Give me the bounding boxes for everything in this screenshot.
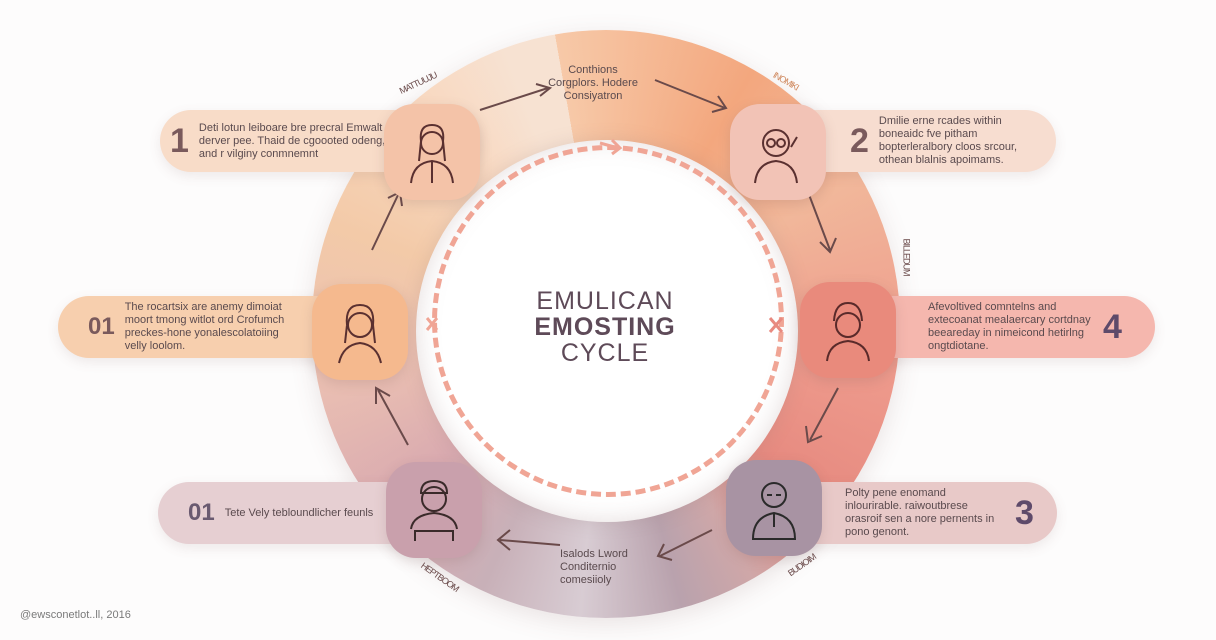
step-text: Dmilie erne rcades within boneaidc fve p… (878, 115, 1018, 166)
cycle-title: EMULICAN EMOSTING CYCLE (480, 288, 730, 366)
step-text: Afevoltived comntelns and extecoanat mea… (928, 301, 1091, 352)
step-number: 01 (88, 313, 115, 340)
avatar (800, 282, 896, 378)
avatar (726, 460, 822, 556)
title-line-2: EMOSTING (534, 313, 676, 341)
arrow-icon (496, 529, 561, 551)
avatar (312, 284, 408, 380)
avatar (384, 104, 480, 200)
avatar (386, 462, 482, 558)
arrow-icon (371, 190, 403, 251)
step-text: Deti lotun leiboare bre precral Emwalt d… (198, 121, 386, 160)
step-card-4: Afevoltived comntelns and extecoanat mea… (860, 296, 1155, 358)
ring-label-top: Conthions Corgplors. Hodere Consiyatron (548, 64, 638, 102)
arrow-icon (807, 191, 837, 254)
arrow-icon (599, 138, 623, 156)
person-cap-icon (410, 479, 458, 541)
step-number: 4 (1103, 307, 1122, 346)
avatar (730, 104, 826, 200)
cross-icon (425, 317, 439, 331)
person-woman-icon (410, 123, 454, 184)
cross-icon (768, 317, 784, 333)
arrow-icon (656, 529, 713, 561)
person-glasses-icon (751, 482, 797, 540)
ring-label-bottom: Isalods Lword Conditernio comesiioly (560, 548, 628, 586)
footer-credit: @ewsconetlot..ll, 2016 (20, 609, 131, 621)
arrow-icon (654, 79, 728, 113)
step-number: 01 (188, 499, 215, 526)
person-turban-icon (826, 301, 870, 362)
person-glasses-icon (754, 129, 798, 184)
step-text: Polty pene enomand inlourirable. raiwout… (845, 487, 995, 538)
step-number: 2 (850, 121, 869, 160)
title-line-3: CYCLE (560, 339, 650, 367)
title-line-1: EMULICAN (536, 287, 674, 315)
step-number: 3 (1015, 493, 1034, 532)
step-text: The rocartsix are anemy dimoiat moort tm… (124, 301, 285, 352)
arrow-icon (805, 387, 839, 444)
step-number: 1 (170, 121, 189, 160)
step-text: Tete Vely tebloundlicher feunls (224, 506, 374, 519)
person-woman-icon (338, 303, 382, 364)
arrow-icon (375, 386, 409, 446)
arrow-icon (479, 83, 553, 111)
